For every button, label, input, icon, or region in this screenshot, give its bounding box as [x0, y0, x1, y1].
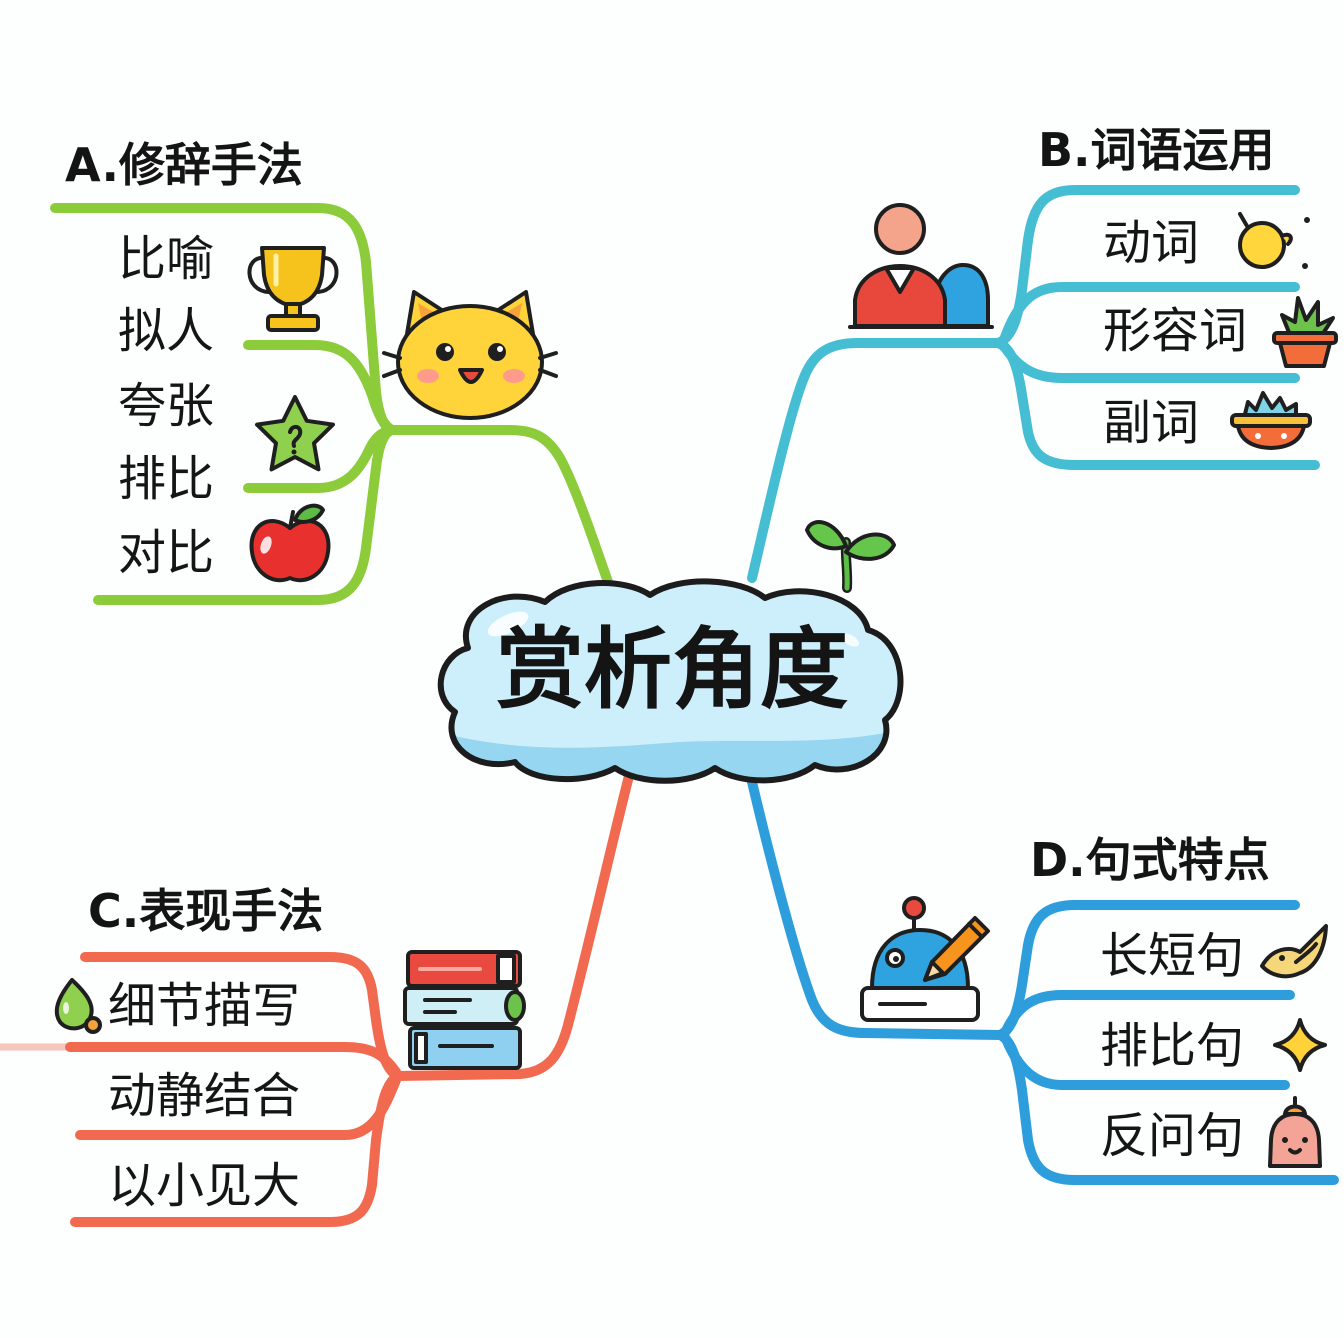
branch-d-link-2 [1001, 990, 1295, 1036]
branch-a-links [50, 203, 613, 605]
star-leaf-icon [255, 395, 335, 472]
branch-a-item: 排比 [118, 451, 214, 507]
lemon-icon [1238, 212, 1310, 269]
branch-c-item: 以小见大 [108, 1158, 300, 1214]
books-icon [403, 950, 526, 1070]
branch-d-item: 长短句 [1100, 928, 1244, 984]
branch-d-title: D.句式特点 [1030, 833, 1270, 887]
branch-b-item: 形容词 [1103, 303, 1247, 359]
branch-a-title: A.修辞手法 [65, 138, 303, 192]
branch-d-links [747, 777, 1339, 1185]
cat-face-icon [382, 290, 558, 420]
apple-icon [249, 503, 331, 583]
pencil-dome-icon [860, 896, 990, 1022]
cloud-icon [437, 578, 904, 784]
branch-d-item: 反问句 [1100, 1108, 1244, 1164]
branch-a-item: 夸张 [118, 378, 214, 434]
branch-a-trunk [387, 425, 613, 587]
branch-a: A.修辞手法 比喻 拟人 夸张 排比 对比 [65, 138, 558, 583]
branch-b-link-2 [999, 282, 1300, 345]
branch-b-trunk [747, 338, 1003, 583]
branch-b-title: B.词语运用 [1038, 123, 1275, 177]
branch-c-item: 细节描写 [108, 978, 300, 1034]
bowl-icon [1230, 391, 1312, 450]
branch-b-item: 动词 [1103, 215, 1199, 271]
branch-c-trunk [393, 767, 635, 1081]
sprout-icon [805, 520, 896, 593]
branch-b-link-bottom [993, 338, 1320, 470]
central-title: 赏析角度 [496, 618, 848, 721]
branch-a-link-2 [243, 340, 397, 435]
branch-c-title: C.表现手法 [88, 884, 323, 938]
branch-c-links [0, 767, 635, 1227]
person-icon [848, 203, 994, 329]
branch-a-item: 对比 [118, 525, 214, 581]
branch-a-link-bottom [93, 425, 397, 605]
jar-icon [1268, 1096, 1322, 1168]
central-node: 赏析角度 [437, 578, 904, 784]
branch-c-link-2 [65, 1042, 401, 1077]
branch-b: B.词语运用 动词 形容词 副词 [848, 123, 1338, 451]
bird-icon [1260, 924, 1328, 979]
branch-b-item: 副词 [1103, 395, 1199, 451]
branch-d: D.句式特点 长短句 排比句 反问句 [860, 833, 1328, 1168]
green-drop-icon [54, 978, 102, 1034]
branch-c-item: 动静结合 [108, 1068, 300, 1124]
branch-a-link-top [50, 203, 397, 435]
branch-a-item: 比喻 [118, 231, 214, 287]
branch-a-item: 拟人 [118, 303, 214, 359]
branch-b-links [747, 185, 1320, 583]
potted-plant-icon [1272, 296, 1338, 368]
sparkle-icon [1273, 1018, 1327, 1072]
branch-d-trunk [747, 777, 1005, 1040]
branch-d-link-bottom [995, 1030, 1339, 1185]
branch-c: C.表现手法 细节描写 动静结合 以小见大 [54, 884, 526, 1214]
branch-d-item: 排比句 [1100, 1018, 1244, 1074]
branch-c-link-bottom [70, 1071, 403, 1227]
trophy-icon [247, 246, 339, 332]
